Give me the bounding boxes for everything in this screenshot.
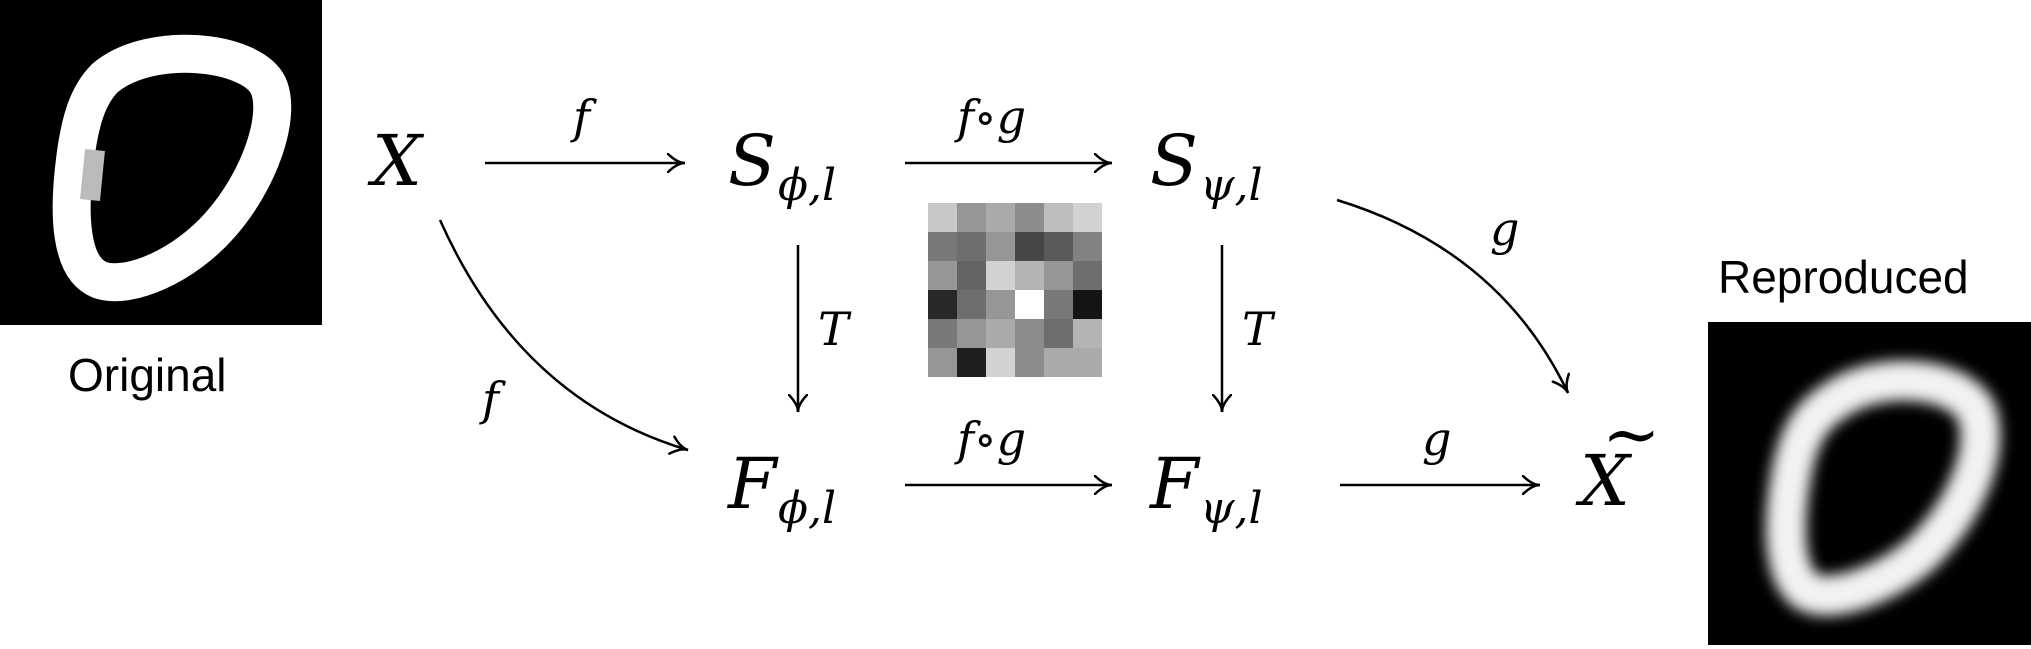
original-digit-drawing (0, 0, 322, 325)
matrix-cell (1015, 348, 1044, 377)
matrix-cell (957, 261, 986, 290)
node-s-psi: S ψ,l (1150, 120, 1263, 211)
node-x-label: X (367, 120, 425, 202)
matrix-cell (1073, 232, 1102, 261)
transform-matrix-heatmap (928, 203, 1102, 377)
matrix-cell (1073, 203, 1102, 232)
matrix-cell (986, 261, 1015, 290)
node-f-psi-main: F (1148, 443, 1201, 525)
edge-label-x-to-s-phi: f (570, 90, 597, 144)
matrix-cell (1044, 203, 1073, 232)
matrix-cell (1073, 261, 1102, 290)
matrix-cell (1044, 232, 1073, 261)
matrix-cell (1015, 319, 1044, 348)
edge-label-s-phi-to-f-phi: T (818, 302, 852, 356)
matrix-cell (957, 232, 986, 261)
node-s-phi-main: S (728, 120, 776, 202)
matrix-cell (928, 319, 957, 348)
node-x: X (367, 120, 425, 202)
node-f-phi-main: F (726, 443, 779, 525)
matrix-cell (1044, 261, 1073, 290)
reproduced-digit-drawing (1708, 322, 2031, 645)
matrix-cell (928, 261, 957, 290)
matrix-cell (928, 203, 957, 232)
node-s-psi-main: S (1150, 120, 1198, 202)
matrix-cell (928, 348, 957, 377)
matrix-cell (1044, 319, 1073, 348)
matrix-cell (1015, 203, 1044, 232)
node-x-tilde-main: X (1575, 440, 1633, 522)
node-s-psi-sub: ψ,l (1200, 160, 1263, 211)
matrix-cell (986, 203, 1015, 232)
reproduced-digit-image (1708, 322, 2031, 645)
node-s-phi: S ϕ,l (728, 120, 836, 211)
edge-label-f-psi-to-x-tilde: g (1422, 412, 1451, 466)
matrix-cell (1044, 348, 1073, 377)
reproduced-caption: Reproduced (1718, 251, 1969, 303)
matrix-cell (986, 232, 1015, 261)
matrix-cell (1044, 290, 1073, 319)
node-f-phi-sub: ϕ,l (778, 483, 836, 534)
matrix-cell (1015, 232, 1044, 261)
node-f-psi-sub: ψ,l (1200, 483, 1263, 534)
matrix-cell (928, 290, 957, 319)
node-s-phi-sub: ϕ,l (778, 160, 836, 211)
edge-label-s-psi-to-x-tilde: g (1490, 202, 1519, 256)
node-f-psi: F ψ,l (1148, 443, 1263, 534)
matrix-cell (1073, 348, 1102, 377)
matrix-cell (957, 290, 986, 319)
matrix-cell (1073, 319, 1102, 348)
matrix-cell (957, 319, 986, 348)
matrix-cell (1015, 261, 1044, 290)
edge-label-s-phi-to-s-psi: f∘g (954, 90, 1026, 144)
edge-label-f-phi-to-f-psi: f∘g (954, 412, 1026, 466)
matrix-cell (1015, 290, 1044, 319)
matrix-cell (957, 203, 986, 232)
edge-label-s-psi-to-f-psi: T (1242, 302, 1276, 356)
matrix-cell (928, 232, 957, 261)
arrow-x-to-f-phi-curved (438, 219, 688, 450)
matrix-cell (986, 290, 1015, 319)
edge-label-x-to-f-phi: f (479, 372, 506, 426)
matrix-cell (957, 348, 986, 377)
node-f-phi: F ϕ,l (726, 443, 836, 534)
node-x-tilde: X ~ (1575, 393, 1661, 522)
node-x-tilde-accent: ~ (1602, 393, 1661, 475)
arrow-s-psi-to-x-tilde-curved (1336, 198, 1568, 393)
matrix-cell (986, 348, 1015, 377)
matrix-cell (986, 319, 1015, 348)
original-caption: Original (68, 349, 227, 401)
matrix-cell (1073, 290, 1102, 319)
original-digit-image (0, 0, 322, 325)
